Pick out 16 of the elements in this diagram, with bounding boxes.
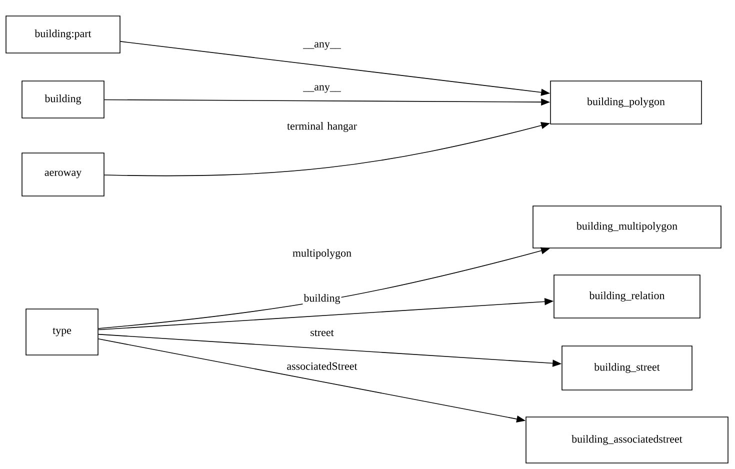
edge-label: terminal hangar: [286, 121, 358, 133]
box: building: [22, 80, 104, 118]
box: building:part: [6, 16, 120, 54]
box: building_relation: [554, 274, 700, 318]
edge-label: associatedStreet: [286, 361, 358, 371]
box: aeroway: [22, 152, 104, 196]
box: building_polygon: [550, 80, 702, 124]
edge-label: street: [309, 328, 335, 338]
edge-label: multipolygon: [291, 248, 353, 260]
box: building_multipolygon: [532, 206, 722, 248]
edge-label: __any__: [302, 84, 342, 94]
edge-label: __any__: [302, 41, 342, 51]
box: building_street: [562, 346, 692, 390]
box: building_associatedstreet: [526, 416, 728, 464]
box: type: [26, 308, 98, 356]
edge-label: building: [302, 293, 342, 305]
